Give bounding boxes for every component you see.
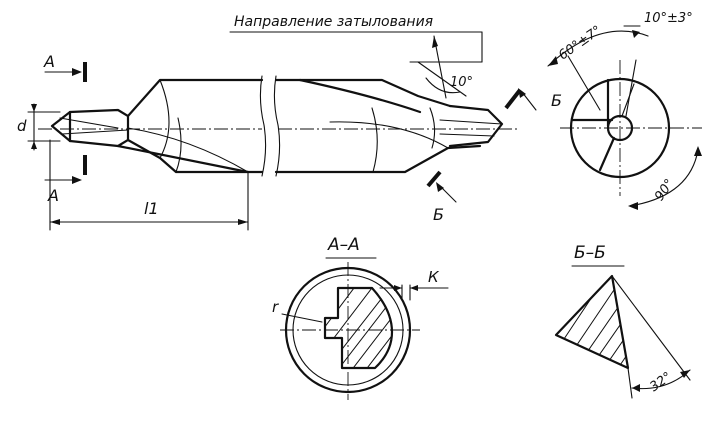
section-bb: Б–Б 32° [554,243,691,399]
left-body-edge [175,117,182,173]
label-angle-32: 32° [647,370,674,396]
angle-arc-60-arrow-right [632,30,640,38]
label-direction: Направление затылования [234,14,433,30]
dim-d-arrow-bottom [31,141,37,149]
relief-angle-line-2 [417,61,467,97]
relief-angle-arc [425,77,461,94]
right-flute-line [298,78,422,114]
left-flute-curve [127,127,249,173]
section-aa-profile [323,286,394,370]
left-cone-edge [159,79,170,159]
left-flute-line [116,144,250,174]
right-tip-flute-2 [439,133,495,137]
dim-l1-arrow-right [238,219,248,225]
section-bb-hatch [556,276,628,368]
end-view-outer-circle [569,77,671,179]
break-line-right [273,75,281,177]
section-bb-edge-ext [627,367,633,399]
label-angle-90: 90° [652,176,678,203]
left-pilot [68,108,130,148]
label-r: r [272,298,279,316]
end-view-inner-circle [606,114,634,142]
right-pilot-edge [429,107,436,149]
end-view-relief-line [621,83,635,117]
cut-line-b-top [504,88,522,110]
break-line-left [259,75,267,177]
left-cone-top [126,78,264,118]
dim-k-arrow-left [394,285,402,291]
angle-arc-90 [629,149,699,207]
end-view-angle-line-10 [625,59,637,117]
arrow-a-bottom-head [72,176,82,184]
angle-arc-32-arrow-right [680,370,690,378]
label-a-bottom: А [47,186,59,205]
right-pilot [448,104,504,148]
dim-k-arrow-right [410,285,418,291]
left-tip [50,110,72,143]
right-body-edge [371,107,378,173]
label-l1: l1 [144,199,159,218]
section-bb-angle-line [611,275,691,381]
end-view: 60°±7° 10°±3° 90° [547,11,702,210]
cut-line-b-bottom [426,170,442,188]
angle-arc-90-arrow-top [694,146,702,156]
main-view: А А d l1 Направление затылования 10° [17,14,562,231]
section-bb-profile [554,274,630,370]
left-cone-bottom [126,138,264,174]
right-tip-flute [439,119,503,125]
right-body-bottom [274,144,482,174]
dim-r-leader [281,313,323,323]
label-angle-60: 60°±7° [556,23,605,63]
arrow-a-top-head [72,68,82,76]
right-body-top [274,78,452,108]
label-b-top: Б [551,91,562,110]
label-d: d [17,117,27,135]
label-view-bb: Б–Б [574,243,606,263]
dim-d-arrow-top [31,104,37,112]
right-flute-curve [329,121,449,149]
arrow-b-top-head [518,88,526,98]
label-view-aa: А–А [327,235,360,255]
end-view-lip-3 [598,136,616,172]
label-a-top: А [43,52,55,71]
dim-l1-arrow-left [50,219,60,225]
section-aa: А–А К r [272,235,449,400]
left-pilot-flute-2 [61,129,129,135]
left-pilot-flute [59,117,119,129]
arrow-b-bottom-head [436,182,444,192]
angle-arc-60-arrow-left [548,56,558,66]
label-b-bottom: Б [433,205,444,224]
end-view-angle-line-60 [567,55,601,111]
relief-arrow [432,36,438,48]
label-angle-10: 10° [450,75,473,90]
angle-arc-90-arrow-bottom [628,202,638,210]
angle-arc-32-arrow-left [632,384,640,392]
label-angle-10-3: 10°±3° [644,11,693,26]
label-k: К [428,268,440,286]
